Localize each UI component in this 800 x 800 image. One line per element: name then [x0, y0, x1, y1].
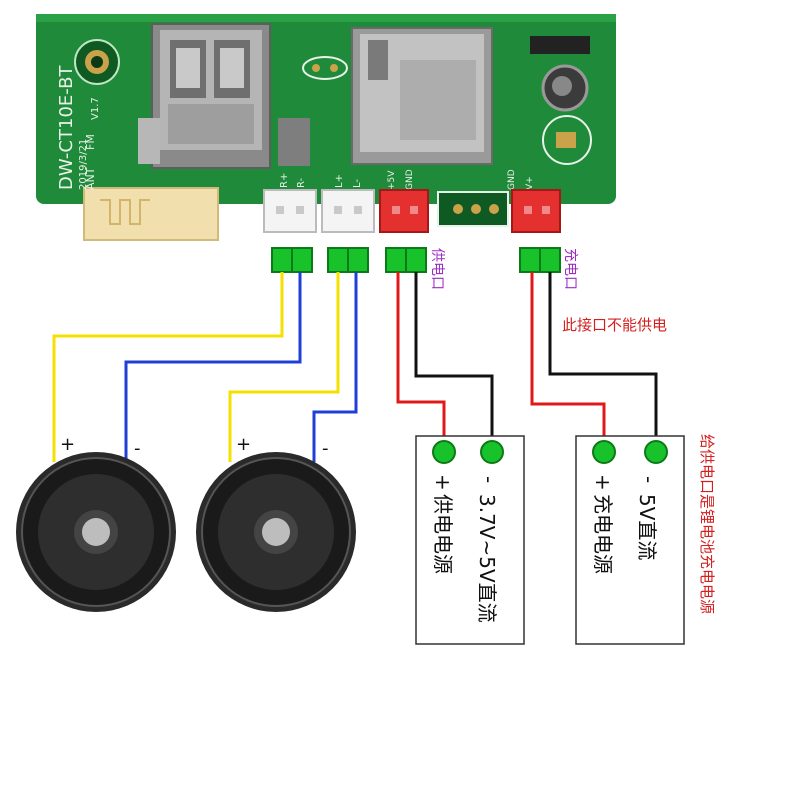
charge-minus-label: - — [637, 476, 661, 483]
pcb-body — [36, 14, 616, 204]
plug-connectors — [271, 247, 561, 273]
connector-pin — [524, 206, 532, 214]
pin-label-in-plus: +5V — [387, 170, 397, 190]
speaker2-dustcap — [262, 518, 290, 546]
pin-label-r-minus: R- — [296, 177, 307, 188]
header-pad — [453, 204, 463, 214]
board-ant-text: ANT — [84, 167, 97, 190]
wire-speaker1-minus — [124, 272, 302, 462]
pin-label-v-plus: V+ — [525, 176, 535, 190]
supply-plus-label: + — [431, 474, 455, 491]
pin-label-l-minus: L- — [352, 179, 363, 188]
wire-charge-plus — [530, 272, 606, 446]
no-power-note: 此接口不能供电 — [562, 316, 667, 334]
pcb-board: DW-CT10E-BT 2019/3/21 V1.7 ANT FM R+ R- … — [36, 14, 616, 241]
sd-card-slot — [351, 27, 493, 165]
supply-terminal-minus — [480, 440, 504, 464]
pin-label-r-plus: R+ — [279, 173, 290, 188]
wire-speaker2-plus — [228, 272, 340, 462]
wire-power-minus — [414, 272, 494, 446]
usb-shield-tab — [278, 118, 310, 166]
charge-box: - 5V直流 + 充电电源 — [575, 435, 685, 645]
speaker1-plus-label: + — [60, 434, 75, 455]
wire-charge-minus — [548, 272, 658, 446]
crystal-outline — [302, 56, 348, 80]
supply-voltage-label: 3.7V~5V直流 — [475, 494, 499, 623]
supply-box-frame — [415, 435, 525, 645]
crystal-pad — [330, 64, 338, 72]
charge-terminal-minus — [644, 440, 668, 464]
ir-receiver — [530, 36, 590, 54]
antenna-trace — [100, 199, 150, 225]
connector-speaker-l — [321, 189, 375, 233]
charge-box-frame — [575, 435, 685, 645]
supply-minus-label: - — [477, 476, 501, 483]
capacitor-top — [552, 76, 572, 96]
power-port-label: 供电口 — [429, 248, 445, 290]
connector-charge-in — [511, 189, 561, 233]
speaker1-minus-label: - — [134, 438, 141, 459]
wires — [52, 272, 658, 462]
charge-name-label: 充电电源 — [591, 494, 615, 574]
connector-pin — [334, 206, 342, 214]
speaker-1: + - — [16, 434, 176, 612]
speaker-2: + - — [196, 434, 356, 612]
header-pad — [471, 204, 481, 214]
supply-name-label: 供电电源 — [431, 494, 455, 574]
connector-pin — [354, 206, 362, 214]
header-pad — [489, 204, 499, 214]
capacitor-pad — [556, 132, 576, 148]
supply-terminal-plus — [432, 440, 456, 464]
supply-box: - 3.7V~5V直流 + 供电电源 — [415, 435, 525, 645]
wire-power-plus — [396, 272, 446, 446]
board-version-text: V1.7 — [90, 97, 101, 120]
speaker2-plus-label: + — [236, 434, 251, 455]
board-model-text: DW-CT10E-BT — [56, 65, 77, 190]
mounting-hole-center — [91, 56, 103, 68]
antenna-module — [83, 187, 219, 241]
pin-label-l-plus: L+ — [334, 174, 345, 188]
usb-port — [151, 23, 271, 169]
connector-speaker-r — [263, 189, 317, 233]
crystal-pad — [312, 64, 320, 72]
board-fm-text: FM — [84, 134, 97, 150]
charge-plus-label: + — [591, 474, 615, 491]
connector-pin — [296, 206, 304, 214]
connector-power-in — [379, 189, 429, 233]
side-note: 给供电口是锂电池充电电源 — [698, 434, 716, 614]
connector-pin — [542, 206, 550, 214]
wire-speaker1-plus — [52, 272, 284, 462]
connector-pin — [392, 206, 400, 214]
connector-pin — [410, 206, 418, 214]
speaker1-dustcap — [82, 518, 110, 546]
pin-label-gnd2: GND — [507, 169, 517, 190]
pcb-edge-highlight — [36, 14, 616, 22]
charge-terminal-plus — [592, 440, 616, 464]
speaker2-minus-label: - — [322, 438, 329, 459]
board-date-text: 2019/3/21 — [78, 139, 89, 190]
usb-side-tab — [138, 118, 160, 164]
charge-port-label: 充电口 — [562, 248, 578, 290]
capacitor-outline — [542, 115, 592, 165]
charge-voltage-label: 5V直流 — [635, 494, 659, 560]
connector-pin — [276, 206, 284, 214]
pin-label-gnd1: GND — [405, 169, 415, 190]
wire-speaker2-minus — [312, 272, 358, 462]
